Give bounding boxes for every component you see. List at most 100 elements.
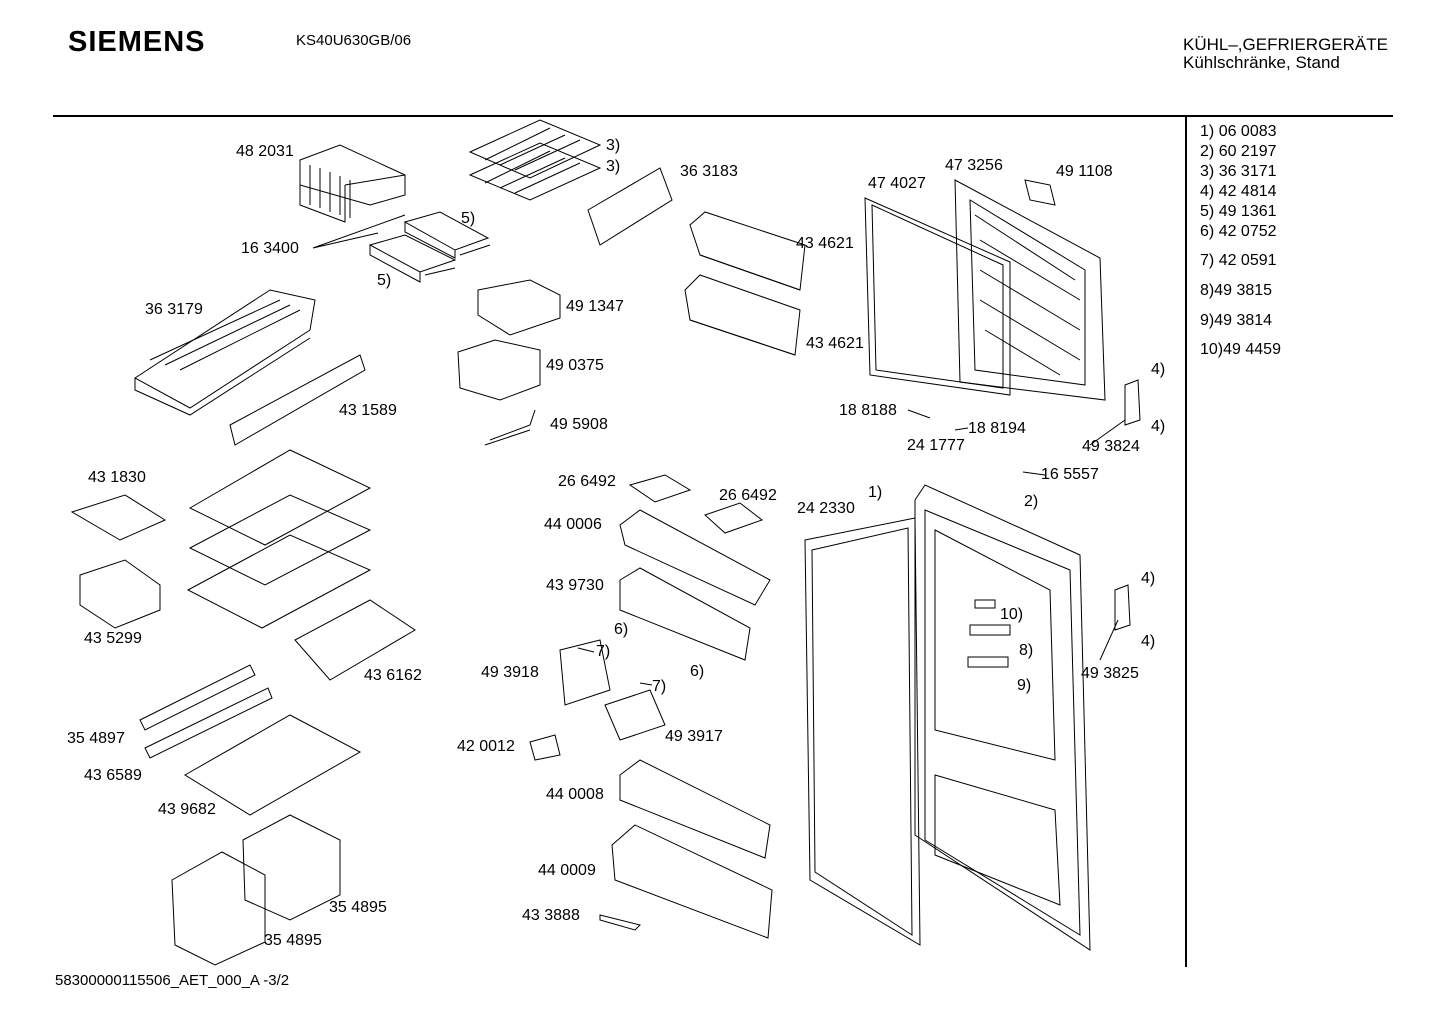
part-label: 47 3256: [945, 157, 1003, 174]
part-label: 3): [606, 137, 621, 154]
part-label: 4): [1141, 633, 1156, 650]
part-label: 7): [596, 643, 611, 660]
box-drawing: [478, 280, 560, 335]
freezer-gasket-drawing: [865, 198, 1010, 395]
legend-item: 4) 42 4814: [1200, 183, 1277, 200]
part-label: 36 3179: [145, 301, 203, 318]
part-label: 44 0009: [538, 862, 596, 879]
crisper-drawer-drawing: [135, 290, 315, 415]
door-balcony-drawing: [685, 212, 805, 355]
part-label: 4): [1151, 361, 1166, 378]
part-label: 35 4897: [67, 730, 125, 747]
leader-lines: [313, 215, 1125, 685]
part-label: 43 9682: [158, 801, 216, 818]
model-number: KS40U630GB/06: [296, 32, 412, 49]
legend-item: 6) 42 0752: [1200, 223, 1277, 240]
part-label: 1): [868, 484, 883, 501]
part-label: 44 0008: [546, 786, 604, 803]
legend-item: 3) 36 3171: [1200, 163, 1277, 180]
vegetable-basket-drawing: [172, 815, 340, 965]
part-label: 49 3917: [665, 728, 723, 745]
small-shelf-drawing: [72, 495, 165, 540]
document-footer: 58300000115506_AET_000_A -3/2: [55, 972, 290, 989]
part-label: 35 4895: [264, 932, 322, 949]
part-label: 6): [614, 621, 629, 638]
part-label: 24 1777: [907, 437, 965, 454]
part-label: 49 5908: [550, 416, 608, 433]
part-label: 43 1830: [88, 469, 146, 486]
part-label: 43 6162: [364, 667, 422, 684]
freezer-compartment-drawing: [300, 145, 405, 222]
part-label: 43 1589: [339, 402, 397, 419]
legend-divider: [1185, 117, 1187, 967]
part-label: 43 4621: [796, 235, 854, 252]
legend-item: 2) 60 2197: [1200, 143, 1277, 160]
part-label: 2): [1024, 493, 1039, 510]
part-label: 5): [377, 272, 392, 289]
tray-drawing: [458, 340, 540, 400]
part-label: 16 5557: [1041, 466, 1099, 483]
part-label: 7): [652, 678, 667, 695]
part-label: 4): [1141, 570, 1156, 587]
legend-item: 9)49 3814: [1200, 312, 1273, 329]
wire-shelf-drawing: [470, 120, 600, 200]
strip-drawing: [140, 665, 272, 758]
category-title: KÜHL–,GEFRIERGERÄTE: [1183, 35, 1388, 54]
part-label: 43 9730: [546, 577, 604, 594]
part-label: 42 0012: [457, 738, 515, 755]
part-label: 9): [1017, 677, 1032, 694]
part-label: 47 4027: [868, 175, 926, 192]
part-label: 10): [1000, 606, 1024, 623]
cover-panel-drawing: [588, 168, 672, 245]
part-label: 49 3824: [1082, 438, 1140, 455]
legend-item: 8)49 3815: [1200, 282, 1273, 299]
freezer-door-drawing: [955, 180, 1105, 400]
part-label: 3): [606, 158, 621, 175]
brand-logo: SIEMENS: [68, 26, 206, 58]
shelf-trim-drawing: [230, 355, 365, 445]
part-label: 35 4895: [329, 899, 387, 916]
part-label: 49 0375: [546, 357, 604, 374]
subcategory-title: Kühlschränke, Stand: [1183, 53, 1340, 72]
part-label: 26 6492: [719, 487, 777, 504]
part-label: 24 2330: [797, 500, 855, 517]
hinge-drawing-2: [1115, 585, 1130, 630]
legend-item: 10)49 4459: [1200, 341, 1281, 358]
part-label: 16 3400: [241, 240, 299, 257]
glass-shelves-drawing: [188, 450, 370, 628]
legend-item: 1) 06 0083: [1200, 123, 1277, 140]
part-label: 18 8194: [968, 420, 1026, 437]
part-label: 48 2031: [236, 143, 294, 160]
part-label: 43 3888: [522, 907, 580, 924]
part-label: 4): [1151, 418, 1166, 435]
hinge-drawing: [1125, 380, 1140, 425]
part-label: 44 0006: [544, 516, 602, 533]
ice-tray-drawing: [370, 212, 490, 282]
part-label: 43 6589: [84, 767, 142, 784]
egg-tray-drawing-2: [705, 503, 762, 533]
fridge-door-drawing: [915, 485, 1090, 950]
part-label: 49 1347: [566, 298, 624, 315]
fridge-gasket-drawing: [805, 518, 920, 945]
part-label: 26 6492: [558, 473, 616, 490]
bracket-drawing: [485, 410, 535, 445]
header-divider: [53, 115, 1393, 117]
glass-plate-drawing: [185, 715, 360, 815]
part-label: 8): [1019, 642, 1034, 659]
part-label: 49 1108: [1056, 163, 1113, 180]
small-box-drawing: [80, 560, 160, 628]
part-label: 49 3825: [1081, 665, 1139, 682]
part-label: 43 4621: [806, 335, 864, 352]
bottle-rack-drawing: [295, 600, 415, 680]
part-label: 43 5299: [84, 630, 142, 647]
part-label: 5): [461, 210, 476, 227]
egg-tray-drawing: [630, 475, 690, 502]
part-label: 49 3918: [481, 664, 539, 681]
legend-item: 5) 49 1361: [1200, 203, 1277, 220]
part-label: 36 3183: [680, 163, 738, 180]
legend-item: 7) 42 0591: [1200, 252, 1277, 269]
part-label: 18 8188: [839, 402, 897, 419]
door-shelves-drawing: [530, 510, 772, 938]
part-label: 6): [690, 663, 705, 680]
